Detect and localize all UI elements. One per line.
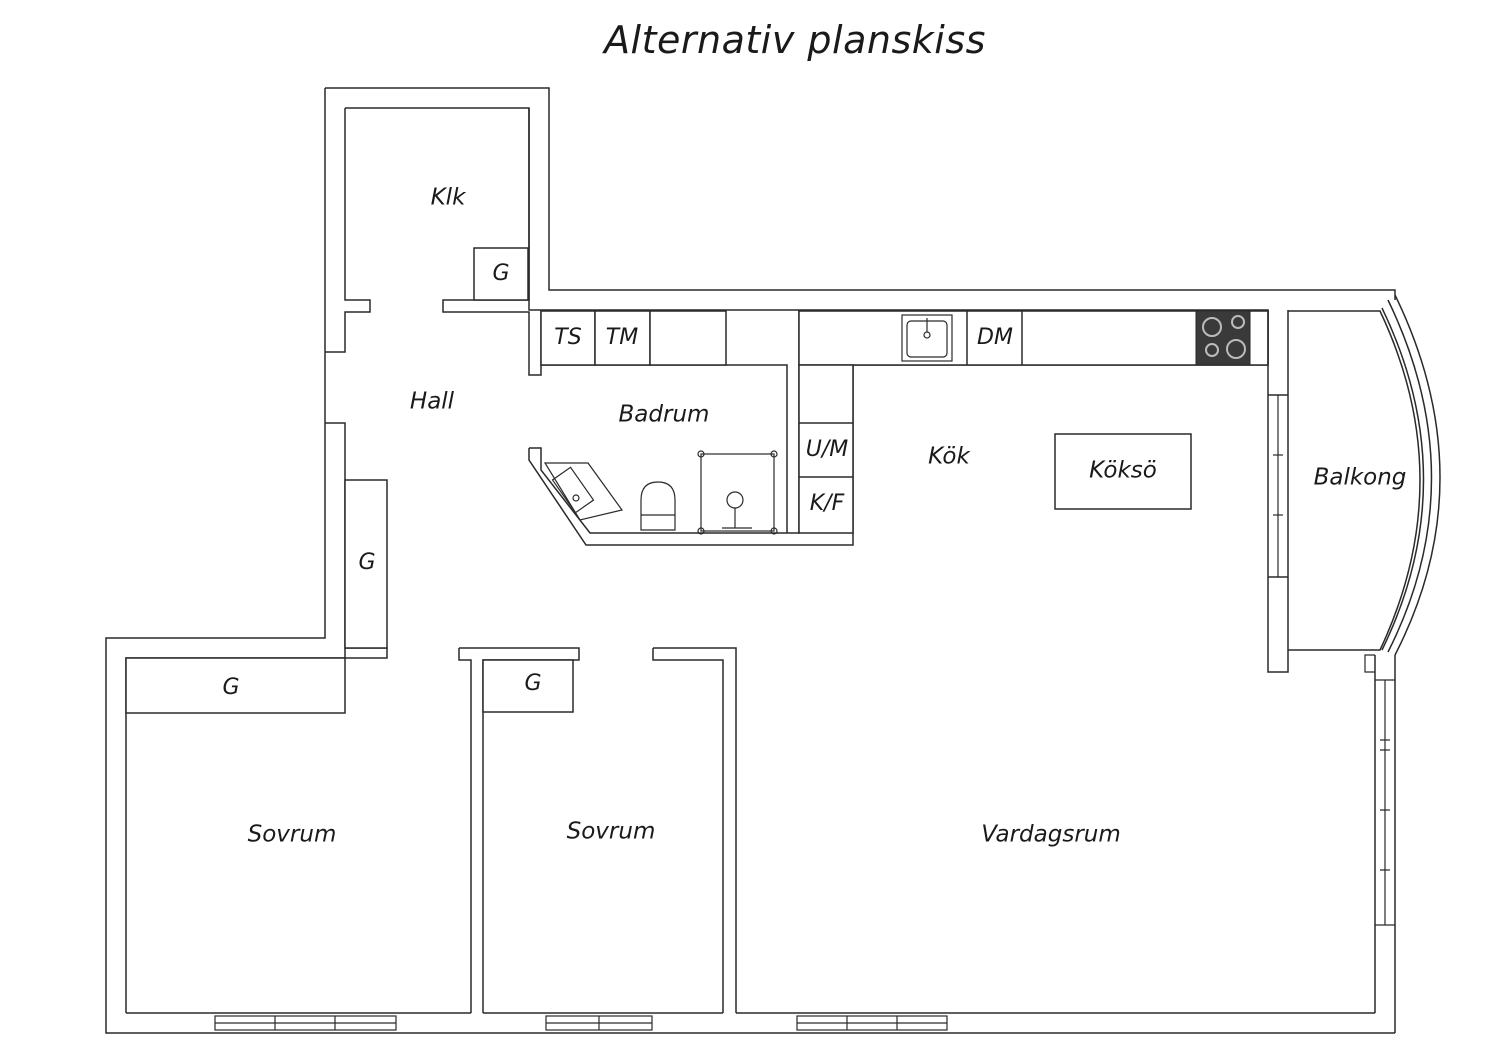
tm-label: TM — [606, 325, 638, 350]
room-label-hall: Hall — [410, 389, 455, 415]
room-label-sovrum-mid: Sovrum — [567, 819, 656, 845]
bathroom-sink-icon — [543, 462, 624, 521]
ts-label: TS — [554, 325, 581, 350]
garderob-sovrum-left — [125, 657, 346, 714]
vardagsrum-divider-wall — [652, 647, 737, 1013]
ts-box — [540, 310, 596, 366]
klk-wall-right — [442, 108, 542, 376]
right-window — [1375, 679, 1395, 926]
kitchen-counter-left — [798, 364, 854, 534]
kitchen-counter-top — [798, 310, 1269, 366]
garderob-sovrum-left-label: G — [222, 675, 239, 700]
room-label-klk: Klk — [431, 185, 467, 211]
dm-label: DM — [977, 325, 1013, 350]
garderob-sovrum-mid-label: G — [524, 671, 541, 696]
room-label-koksö: Köksö — [1089, 458, 1157, 484]
garderob-sovrum-mid — [482, 659, 574, 713]
sovrum-divider-wall — [458, 647, 580, 1013]
bottom-window-3 — [796, 1015, 948, 1031]
balkong-outline — [1288, 310, 1421, 651]
room-label-sovrum-left: Sovrum — [248, 822, 337, 848]
garderob-hall-label: G — [358, 550, 375, 575]
right-outer-wall — [1374, 655, 1396, 1033]
klk-wall-left — [325, 108, 371, 353]
garderob-klk-label: G — [492, 261, 509, 286]
bottom-window-1 — [214, 1015, 397, 1031]
room-label-balkong: Balkong — [1314, 465, 1407, 491]
kitchen-island — [1054, 433, 1192, 510]
garderob-klk — [473, 247, 529, 301]
tm-box — [594, 310, 651, 366]
stove-icon — [1195, 310, 1251, 366]
plan-title: Alternativ planskiss — [604, 18, 986, 62]
outer-wall-outline — [105, 87, 1396, 1034]
room-label-badrum: Badrum — [619, 402, 710, 428]
inner-wall-outline — [125, 107, 1269, 1013]
garderob-hall — [344, 479, 388, 649]
shower-icon — [697, 450, 778, 535]
room-label-vardagsrum: Vardagsrum — [981, 822, 1121, 848]
um-label: U/M — [806, 437, 849, 462]
bottom-window-2 — [545, 1015, 653, 1031]
bath-counter — [649, 310, 727, 366]
balkong-rail — [1381, 294, 1441, 656]
kf-label: K/F — [810, 491, 845, 516]
room-label-kok: Kök — [928, 444, 971, 470]
kitchen-sink-icon — [901, 314, 953, 362]
toilet-icon — [640, 481, 676, 531]
